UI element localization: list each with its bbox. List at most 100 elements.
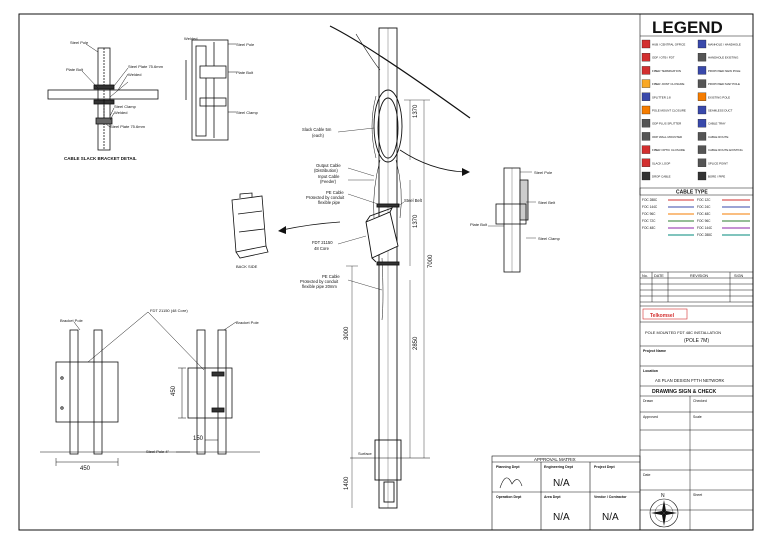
legend-item-label: CABLE ROUTE EXISTING [708, 148, 743, 152]
label-output-cable: Output Cable [316, 163, 341, 168]
legend-item: SPLICE POINT [697, 158, 728, 167]
label-welded-c: Welded [184, 36, 198, 41]
legend-swatch-icon [697, 171, 707, 181]
legend-swatch-icon [641, 158, 651, 167]
dim-1370-top: 1370 [413, 104, 419, 118]
approval-col3: Project Dept [594, 465, 615, 469]
legend-item: PROPOSED MAP POLE [697, 79, 740, 88]
cable-type-left: FOC 48C [642, 226, 656, 230]
cable-type-left: FOC 96C [642, 212, 656, 216]
drawing-title-1: POLE MOUNTED FDT 48C INSTALLATION [645, 330, 721, 335]
legend-swatch-icon [641, 105, 651, 115]
legend-item: PROPOSED NEW POLE [697, 66, 741, 75]
legend-item-label: POLE MOUNT CLOSURE [652, 109, 686, 113]
pole-leaders [337, 127, 405, 291]
legend-swatch-icon [641, 79, 651, 88]
legend-item: ODP WALL MOUNTED [641, 132, 682, 141]
rev-sign: SIGN [734, 274, 744, 278]
label-bracket-pole-a: Bracket Pole [60, 318, 83, 323]
legend-item-label: SPLITTER 1:8 [652, 95, 671, 99]
legend-item-label: CABLE TRAY [708, 122, 726, 126]
dim-150: 150 [193, 436, 204, 442]
legend-swatch-icon [697, 53, 707, 62]
legend-item: FIBER TERMINATION [641, 66, 681, 75]
approval-na-1: N/A [553, 478, 570, 489]
label-pe-cable-pipe: flexible pipe [318, 200, 341, 205]
legend-item: DROP CABLE [641, 171, 671, 181]
label-welded-b: Welded [114, 110, 128, 115]
label-output-cable-dist: (Distribution) [314, 168, 338, 173]
label-steel-belt-c: Steel Belt [538, 200, 556, 205]
label-pe-cable-conduit: Protected by conduit [306, 195, 345, 200]
approval-row2-col2: Area Dept [544, 495, 561, 499]
legend-swatch-icon [641, 92, 651, 101]
legend-item-label: ODP PLUS SPLITTER [652, 122, 681, 126]
cable-type-left: FOC 144C [642, 205, 658, 209]
legend-item: SLACK LOOP [641, 158, 670, 167]
legend-items: HUB / CENTRAL OFFICE MANHOLE / HANDHOLE OD… [641, 39, 743, 181]
legend-item: CABLE ROUTE EXISTING [697, 145, 743, 154]
approval-na-3: N/A [602, 512, 619, 523]
cable-type-title: CABLE TYPE [676, 190, 708, 196]
arrow-to-back-side [281, 221, 341, 231]
sign-checked: Checked [693, 399, 707, 403]
legend-swatch-icon [697, 158, 707, 167]
legend-item: POLE MOUNT CLOSURE [641, 105, 686, 115]
legend-item-label: DROP CABLE [652, 175, 671, 179]
legend-item: HUB / CENTRAL OFFICE [641, 39, 685, 49]
approval-matrix [491, 455, 641, 531]
label-steel-clamp-c: Steel Clamp [538, 236, 561, 241]
approval-col2: Engineering Dept [544, 465, 574, 469]
label-steel-belt: Steel Belt [404, 198, 423, 203]
cable-type-right: FOC 48C [697, 212, 711, 216]
label-surface: Surface [358, 451, 373, 456]
sign-scale: Scale [693, 415, 702, 419]
compass-icon [649, 498, 679, 528]
legend-swatch-icon [697, 105, 707, 115]
sign-check-title: DRAWING SIGN & CHECK [652, 389, 717, 395]
dim-3000: 3000 [344, 326, 350, 340]
legend-swatch-icon [697, 39, 707, 49]
approval-row2-col1: Operation Dept [496, 495, 522, 499]
legend-title: LEGEND [652, 18, 723, 37]
label-welded-a: Welded [128, 72, 142, 77]
label-steel-clamp-b: Steel Clamp [236, 110, 259, 115]
label-bracket-pole-b: Bracket Pole [236, 320, 259, 325]
bracket-detail [47, 39, 236, 151]
label-input-cable: Input Cable [318, 174, 340, 179]
legend-item-label: SLACK LOOP [652, 161, 670, 165]
location-value: AS PLAN DESIGN FTTH NETWORK [655, 378, 725, 383]
company-logo: Telkomsel [650, 313, 675, 319]
company-logo-box [642, 308, 688, 320]
label-back-side: BACK SIDE [236, 264, 258, 269]
rev-revision: REVISION [690, 274, 708, 278]
approval-col1: Planning Dept [496, 465, 520, 469]
sign-drawn: Drawn [643, 399, 653, 403]
legend-swatch-icon [641, 171, 651, 181]
cable-type-row: FOC 288C [668, 233, 750, 237]
legend-item: BORE / PIPE [697, 171, 725, 181]
label-input-cable-feeder: (Feeder) [320, 179, 337, 184]
legend-item: ODF / OTB / FDT [641, 53, 675, 62]
legend-item: HANDHOLE EXISTING [697, 53, 739, 62]
cable-type-right: FOC 12C [697, 198, 711, 202]
clamp-detail [488, 167, 536, 273]
legend-swatch-icon [697, 145, 707, 154]
legend-item-label: ODP WALL MOUNTED [652, 135, 682, 139]
legend-item-label: MANHOLE / HANDHOLE [708, 43, 741, 47]
dim-7000: 7000 [428, 254, 434, 268]
legend-swatch-icon [697, 132, 707, 141]
sign-sheet: Sheet [693, 493, 702, 497]
legend-item-label: HUB / CENTRAL OFFICE [652, 43, 685, 47]
legend-item-label: EXISTING POLE [708, 95, 730, 99]
label-steel-pole-4: Steel Pole 4" [146, 449, 170, 454]
label-steel-pole-c: Steel Pole [534, 170, 553, 175]
label-plate-bolt-c: Plate Bolt [470, 222, 488, 227]
legend-swatch-icon [641, 145, 651, 154]
label-fdt-48core: 48 Core [314, 246, 330, 251]
dim-1400: 1400 [344, 476, 350, 490]
label-pe-cable-b-pipe: flexible pipe 20mm [302, 284, 337, 289]
label-pe-cable-b: PE Cable [322, 274, 340, 279]
arrow-head-clamp [462, 168, 470, 176]
